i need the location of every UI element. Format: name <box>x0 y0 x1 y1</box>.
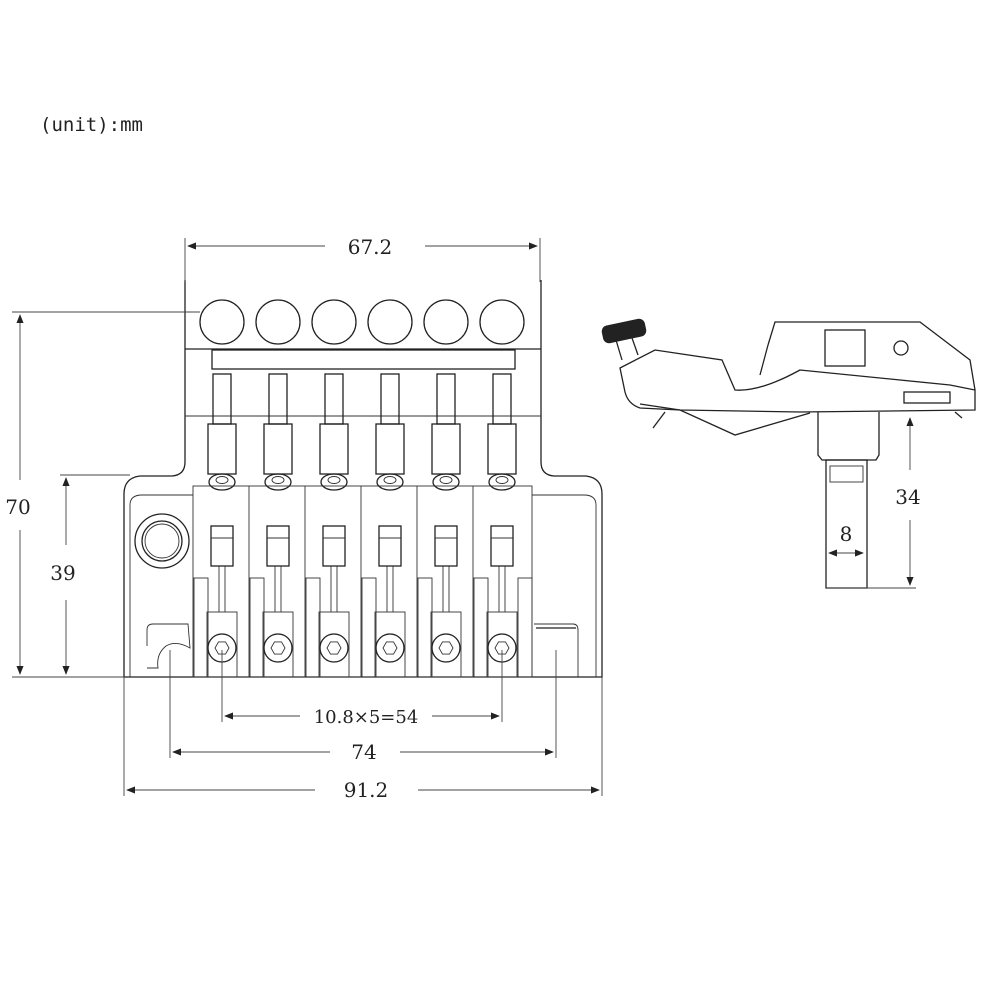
hex-socket-icon <box>270 641 286 655</box>
saddle-base <box>430 611 462 678</box>
side-view <box>601 318 976 589</box>
dim-post-height: 34 <box>895 485 920 509</box>
dim-post-spacing: 74 <box>351 740 376 764</box>
saddle-screw-head <box>319 633 349 663</box>
post <box>817 412 880 461</box>
saddle-clamp <box>378 525 402 567</box>
dim-top-width: 67.2 <box>348 235 393 259</box>
saddle-tab <box>417 577 433 678</box>
saddle-clamp <box>210 525 234 567</box>
side-dimensions: 34 8 <box>826 417 921 589</box>
saddle-screw-head <box>375 633 405 663</box>
front-dimensions: 67.2 70 39 10.8×5=54 74 91.2 <box>5 235 603 802</box>
saddle-base <box>262 611 294 678</box>
saddle-tab <box>361 577 377 678</box>
fine-tuner-knob-icon <box>601 318 647 361</box>
upper-block-outline <box>123 280 603 678</box>
unit-label: (unit):mm <box>40 114 143 136</box>
bolt-head <box>208 473 236 491</box>
left-stud-pocket <box>146 623 191 669</box>
string-lock-bolt <box>492 373 512 425</box>
bolt-sleeve <box>375 423 405 475</box>
saddle-clamp <box>490 525 514 567</box>
dim-post-diameter: 8 <box>840 522 853 546</box>
saddle-base <box>318 611 350 678</box>
saddle-clamp <box>434 525 458 567</box>
string-lock-circle <box>199 299 245 345</box>
bolt-head-inner <box>439 476 453 484</box>
string-lock-bolt <box>380 373 400 425</box>
string-lock-circle <box>479 299 525 345</box>
bolt-head-inner <box>215 476 229 484</box>
string-lock-circle <box>367 299 413 345</box>
bolt-head <box>376 473 404 491</box>
lock-block <box>824 329 866 367</box>
dim-string-spacing: 10.8×5=54 <box>314 707 419 728</box>
bolt-head-inner <box>271 476 285 484</box>
dim-total-height: 70 <box>5 495 30 519</box>
saddle-block <box>192 485 533 678</box>
saddle-tab <box>517 577 533 678</box>
saddle-screw-head <box>263 633 293 663</box>
bolt-sleeve <box>319 423 349 475</box>
dim-base-height: 39 <box>50 561 75 585</box>
locking-plate <box>211 349 516 370</box>
saddle-clamp <box>266 525 290 567</box>
saddle-tab <box>193 577 209 678</box>
bolt-head <box>488 473 516 491</box>
bolt-head-inner <box>495 476 509 484</box>
bolt-head <box>320 473 348 491</box>
saddle-screw-head <box>431 633 461 663</box>
spring-wire <box>639 403 811 436</box>
bolt-head-inner <box>383 476 397 484</box>
dim-total-width: 91.2 <box>344 778 389 802</box>
bolt-sleeve <box>431 423 461 475</box>
saddle-base <box>374 611 406 678</box>
saddle-clamp <box>322 525 346 567</box>
hex-socket-icon <box>382 641 398 655</box>
hex-socket-icon <box>438 641 454 655</box>
arm-socket <box>134 513 190 569</box>
hex-socket-icon <box>214 641 230 655</box>
front-view <box>123 280 603 678</box>
fine-tuner-lever <box>619 349 976 413</box>
string-lock-circle <box>423 299 469 345</box>
saddle-tab <box>473 577 489 678</box>
right-stud-pocket <box>534 623 579 677</box>
string-lock-bolt <box>268 373 288 425</box>
string-lock-bolt <box>436 373 456 425</box>
bolt-sleeve <box>487 423 517 475</box>
saddle-tab <box>249 577 265 678</box>
bolt-sleeve <box>263 423 293 475</box>
string-lock-circle <box>255 299 301 345</box>
bolt-head <box>432 473 460 491</box>
string-lock-circle <box>311 299 357 345</box>
hex-socket-icon <box>326 641 342 655</box>
saddle-tab <box>305 577 321 678</box>
string-lock-bolt <box>212 373 232 425</box>
bolt-head <box>264 473 292 491</box>
bolt-head-inner <box>327 476 341 484</box>
side-body-top <box>767 321 976 391</box>
hex-socket-icon <box>494 641 510 655</box>
string-lock-bolt <box>324 373 344 425</box>
bolt-sleeve <box>207 423 237 475</box>
